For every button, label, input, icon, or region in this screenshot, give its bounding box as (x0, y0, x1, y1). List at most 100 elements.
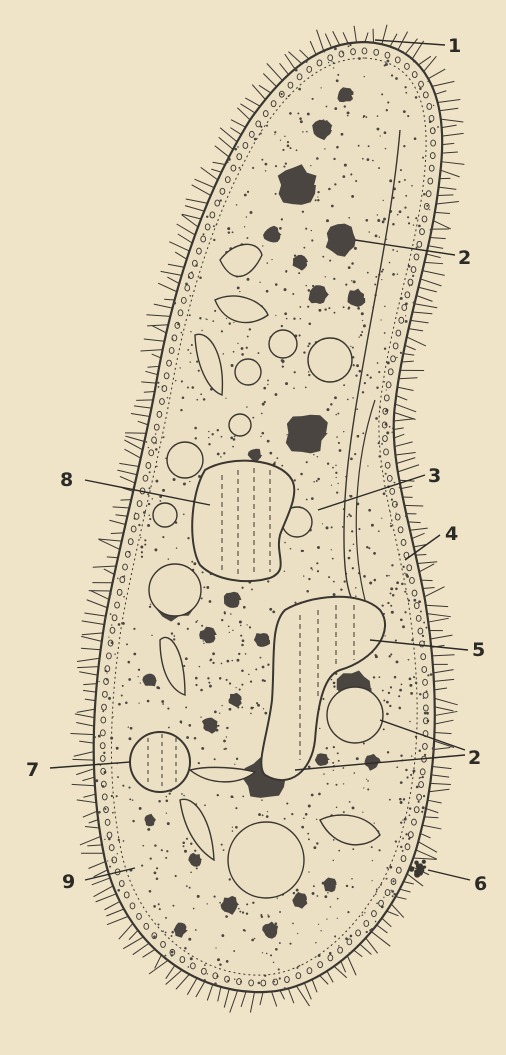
granule (286, 318, 288, 320)
granule (190, 957, 193, 960)
granule (380, 135, 381, 136)
granule (318, 954, 321, 957)
granule (228, 231, 230, 233)
granule (343, 306, 345, 308)
granule (343, 811, 345, 813)
granule (252, 417, 254, 419)
granule (348, 557, 351, 560)
granule (391, 74, 393, 76)
granule (230, 613, 232, 615)
granule (401, 583, 404, 586)
granule (156, 867, 158, 869)
granule (305, 387, 307, 389)
granule (208, 682, 210, 684)
granule (200, 393, 202, 395)
granule (333, 67, 334, 68)
granule (386, 713, 389, 716)
granule (281, 218, 283, 220)
granule (246, 406, 248, 408)
granule (318, 793, 321, 796)
granule (112, 812, 114, 814)
granule (418, 225, 421, 228)
granule (282, 360, 284, 362)
granule (156, 480, 159, 483)
granule (313, 846, 316, 849)
granule (402, 625, 405, 628)
granule (173, 638, 175, 640)
granule (383, 728, 385, 730)
granule (209, 659, 211, 661)
granule (299, 117, 302, 120)
granule (188, 966, 190, 968)
granule (386, 878, 388, 880)
granule (375, 893, 377, 895)
granule (116, 747, 119, 750)
granule (299, 965, 301, 967)
granule (223, 452, 225, 454)
granule (179, 367, 180, 368)
granule (403, 145, 405, 147)
granule (408, 599, 410, 601)
granule (241, 353, 244, 356)
granule (284, 987, 287, 990)
granule (364, 76, 365, 77)
granule (279, 942, 281, 944)
granule (280, 140, 281, 141)
granule (200, 689, 203, 692)
granule (349, 44, 351, 46)
granule (367, 788, 369, 790)
granule (333, 278, 335, 280)
granule (316, 842, 318, 844)
granule (359, 336, 360, 337)
granule (363, 324, 366, 327)
granule (369, 581, 372, 584)
granule (371, 524, 374, 527)
granule (275, 393, 278, 396)
granule (350, 495, 353, 498)
granule (395, 840, 397, 842)
granule (226, 727, 228, 729)
granule (262, 952, 263, 953)
granule (221, 705, 222, 706)
granule (377, 362, 379, 364)
granule (378, 849, 380, 851)
granule (405, 515, 408, 518)
vacuole (229, 414, 251, 436)
granule (190, 871, 192, 873)
granule (349, 801, 351, 803)
granule (229, 322, 231, 324)
granule (238, 167, 240, 169)
granule (366, 374, 368, 376)
granule (180, 409, 182, 411)
granule (404, 179, 406, 181)
granule (207, 903, 208, 904)
granule (219, 963, 222, 966)
granule (183, 795, 185, 797)
granule (298, 272, 300, 274)
granule (306, 131, 308, 133)
granule (381, 279, 382, 280)
granule (187, 628, 189, 630)
granule (275, 193, 277, 195)
granule (199, 276, 202, 279)
granule (219, 712, 220, 713)
granule (94, 736, 96, 738)
granule (165, 932, 167, 934)
granule (255, 139, 256, 140)
granule (138, 524, 140, 526)
granule (358, 57, 361, 60)
granule (375, 921, 377, 923)
granule (208, 437, 209, 438)
granule (225, 398, 226, 399)
granule (335, 472, 337, 474)
granule (128, 737, 131, 740)
granule (262, 814, 264, 816)
granule (144, 539, 146, 541)
inclusion (324, 878, 337, 893)
granule (263, 387, 266, 390)
granule (233, 351, 235, 353)
granule (201, 330, 202, 331)
granule (363, 787, 364, 788)
granule (213, 239, 215, 241)
granule (264, 974, 266, 976)
